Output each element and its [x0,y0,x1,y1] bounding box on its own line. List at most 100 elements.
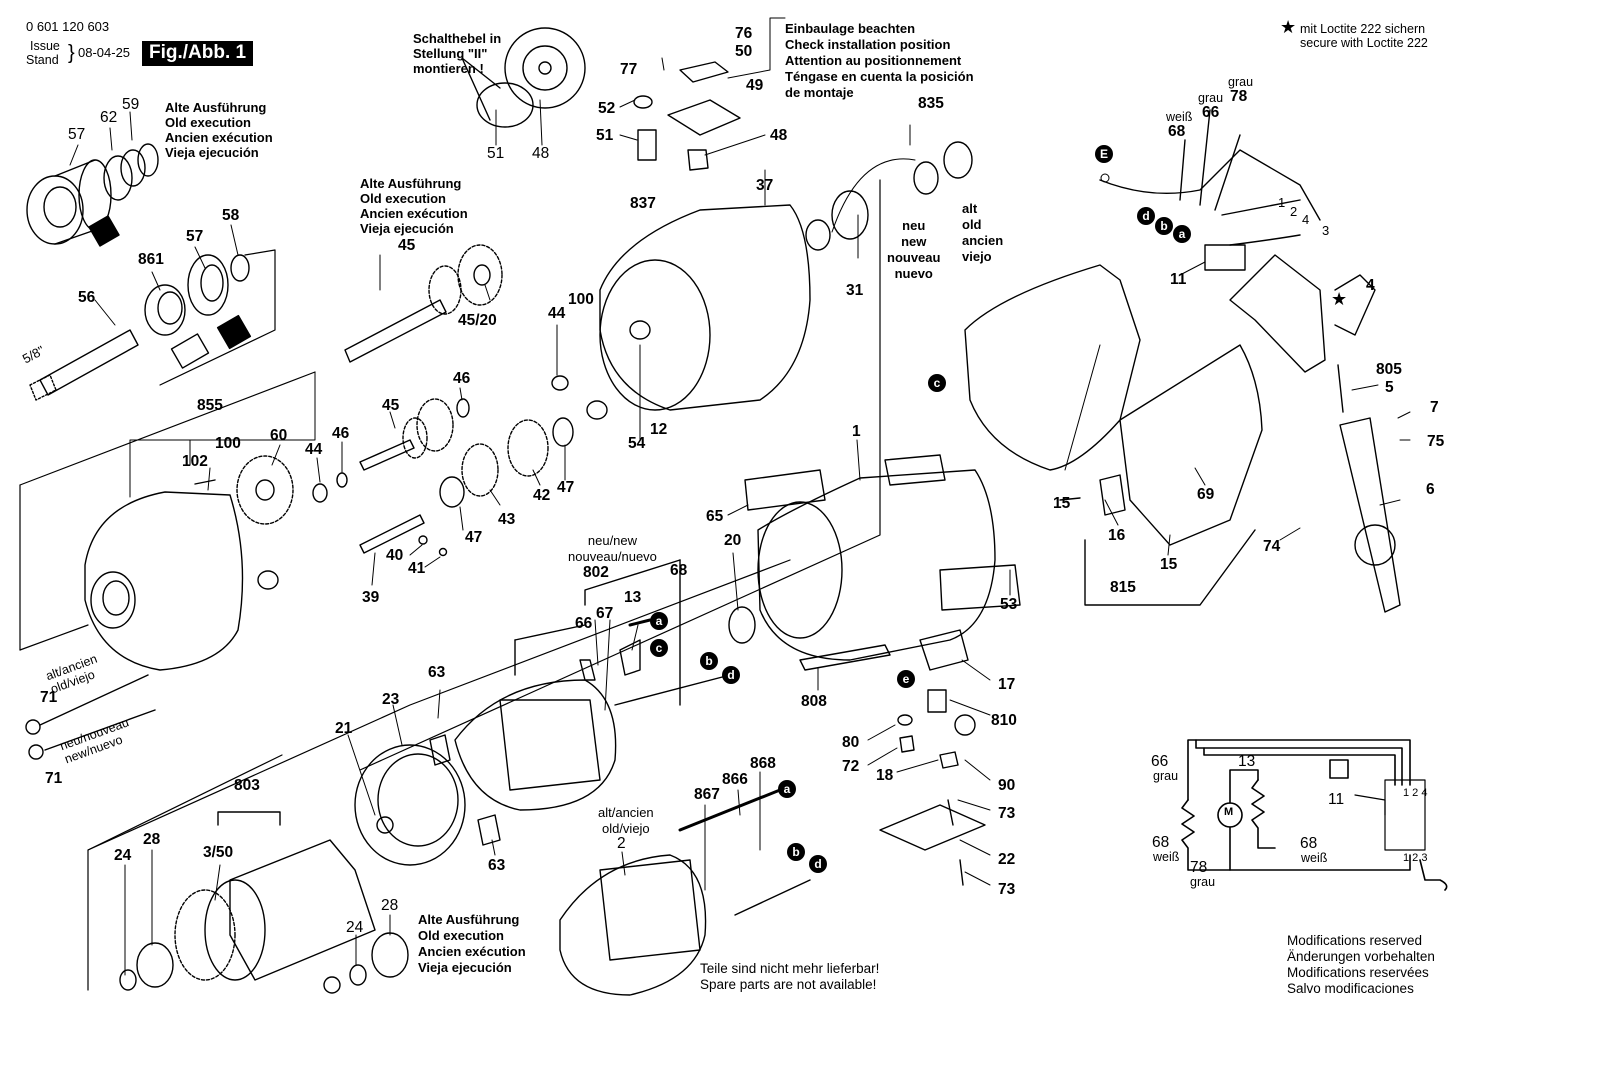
part-label: 48 [532,145,550,162]
note-install-position: Einbaulage beachten Check installation p… [785,21,974,100]
note-switch-lever: Schalthebel in Stellung "II" montieren ! [413,31,502,76]
motor-symbol: M [1224,806,1234,818]
part-label: 58 [222,207,240,224]
connector-a-icon: a [778,780,796,798]
part-label: 15 [1053,495,1071,512]
clamp-parts [633,61,741,171]
part-label: 22 [998,851,1016,868]
part-label: 51 [596,127,614,144]
connector-b-icon: b [1155,217,1173,235]
field-coil-2 [559,788,811,996]
part-label: 31 [846,282,864,299]
part-label: 835 [918,95,944,112]
part-label: 49 [746,77,764,94]
part-label: 37 [756,177,774,194]
schematic-label: 13 [1238,753,1256,770]
part-label: 66 [575,615,593,632]
wiring-schematic [1181,739,1448,891]
switch-module [1204,244,1376,373]
part-label: 16 [1108,527,1126,544]
wire-color-tag: grau [1190,875,1216,889]
switch-pins-bottom: 1 2 3 [1403,852,1428,864]
part-label: 815 [1110,579,1136,596]
part-label: 3/50 [203,844,234,861]
field-coil-802 [454,559,731,811]
part-label: 68 [1168,123,1186,140]
issue-label: Issue [30,39,60,53]
part-label: 74 [1263,538,1281,555]
part-label: 41 [408,560,426,577]
gear-shaft-old [344,244,503,363]
part-label: 866 [722,771,748,788]
part-label: 808 [801,693,827,710]
part-label: 803 [234,777,260,794]
part-label: 90 [998,777,1016,794]
part-label: 12 [650,421,668,438]
part-label: 53 [1000,596,1018,613]
part-label: 40 [386,547,404,564]
part-label: 11 [1170,271,1187,288]
part-label: 50 [735,43,753,60]
note-alt-old-ancien: alt old ancien viejo [962,201,1004,264]
note-not-available: Teile sind nicht mehr lieferbar! Spare p… [700,961,880,992]
part-label: 861 [138,251,164,268]
wire-terminals [1100,173,1110,183]
part-label: 75 [1427,433,1445,450]
schematic-label: 68 [1152,834,1170,851]
wire-color-tag: grau [1198,91,1224,105]
connector-b-icon: b [700,652,718,670]
part-label: 28 [143,831,161,848]
part-label: 45/20 [458,312,497,329]
note-old-execution-3: Alte Ausführung Old execution Ancien exé… [418,912,526,975]
part-label: 855 [197,397,223,414]
gear-cluster [359,398,574,557]
leader-lines [69,17,1411,976]
part-label: 45 [382,397,400,414]
wire-number: 4 [1302,212,1310,227]
part-label: 54 [628,435,646,452]
gear-housing-855 [84,455,348,671]
part-label: 24 [114,847,132,864]
switch-lever [461,27,586,128]
part-label: 100 [568,291,594,308]
schematic-label: 66 [1151,753,1169,770]
part-label: 15 [1160,556,1178,573]
part-label: 52 [598,100,616,117]
note-neu-new: neu/new nouveau/nuevo [568,533,657,564]
part-label: 47 [557,479,575,496]
part-label: 63 [488,857,506,874]
part-label: 47 [465,529,483,546]
wiring-harness [1099,109,1321,246]
connector-a-icon: a [650,612,668,630]
part-label: 102 [182,453,208,470]
part-label: 57 [68,126,86,143]
loctite-star-icon: ★ [1331,289,1348,309]
part-label: 72 [842,758,860,775]
note-modifications: Modifications reserved Änderungen vorbeh… [1287,933,1435,996]
part-number: 0 601 120 603 [26,19,110,34]
connector-d-icon: d [722,666,740,684]
part-label: 20 [724,532,742,549]
bearing-stack-old [26,143,159,247]
note-neu-new-nouveau: neu new nouveau nuevo [887,218,941,281]
screws-71 [25,674,156,760]
power-cable [1337,364,1401,613]
part-label: 66 [1202,104,1220,121]
part-label: 44 [305,441,323,458]
motor-housing-1 [728,454,1021,671]
schematic-label: 68 [1300,835,1318,852]
issue-date: 08-04-25 [78,45,131,60]
figure-label: Fig./Abb. 1 [142,41,254,66]
part-label: 4 [1366,277,1375,294]
part-label: 802 [583,564,609,581]
armature-803 [119,811,409,994]
part-label: 23 [382,691,400,708]
brace: } [68,42,75,64]
part-label: 7 [1430,399,1439,416]
part-label: 45 [398,237,416,254]
handle-815 [964,264,1263,606]
wire-color-tag: weiß [1153,850,1180,864]
part-label: 100 [215,435,241,452]
part-label: 60 [270,427,288,444]
